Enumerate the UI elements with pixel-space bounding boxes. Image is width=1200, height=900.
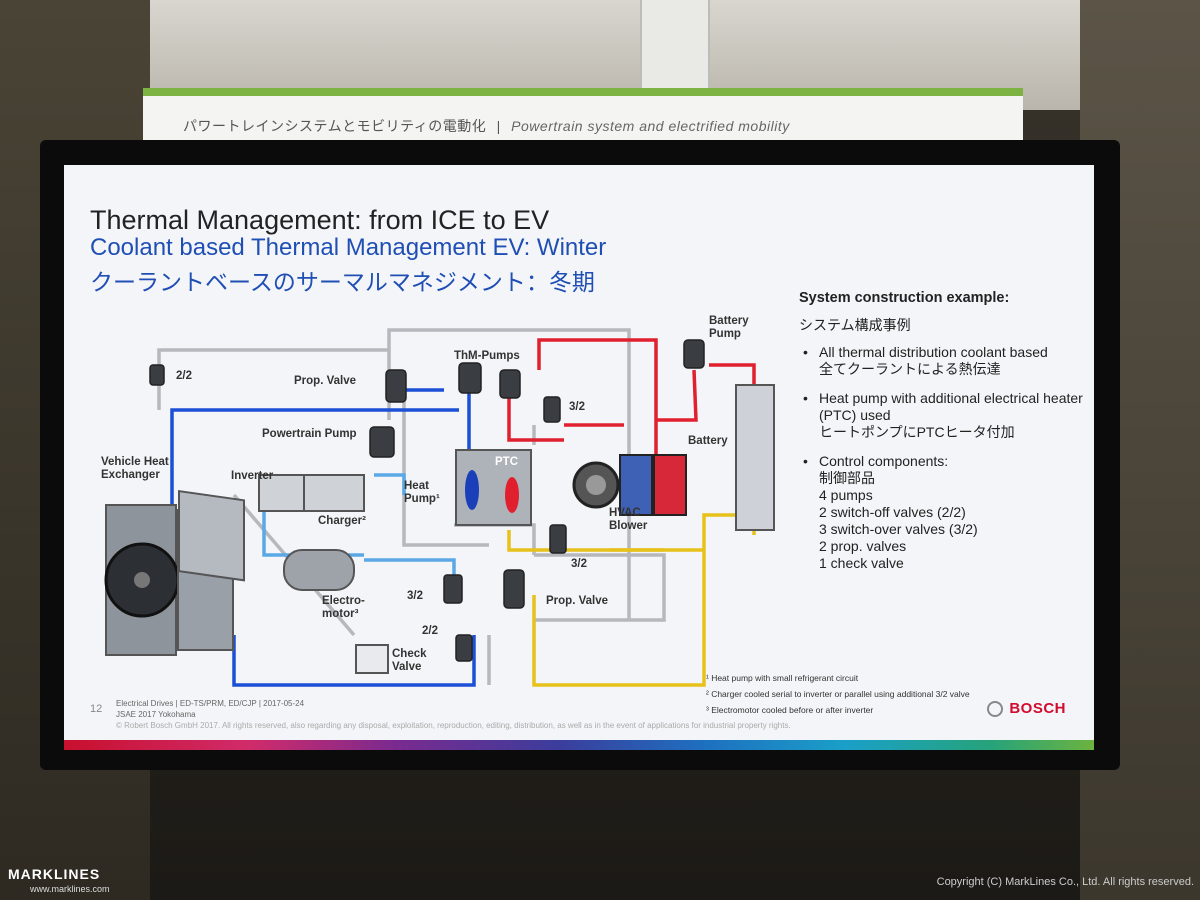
bosch-brand: BOSCH xyxy=(1009,700,1066,717)
label-prop-valve-top: Prop. Valve xyxy=(294,375,357,387)
label-electromotor: Electro-motor³ xyxy=(322,595,365,620)
slide-subtitle: Coolant based Thermal Management EV: Win… xyxy=(90,234,607,261)
footnotes: ¹ Heat pump with small refrigerant circu… xyxy=(706,670,970,718)
banner-text: パワートレインシステムとモビリティの電動化 | Powertrain syste… xyxy=(183,116,790,136)
valves xyxy=(149,339,705,662)
banner-separator: | xyxy=(496,118,501,134)
label-powertrain-pump: Powertrain Pump xyxy=(262,428,357,440)
label-check-valve: Check Valve xyxy=(392,648,427,673)
label-charger: Charger² xyxy=(318,515,366,527)
control-item: 2 prop. valves xyxy=(819,538,907,554)
label-battery: Battery xyxy=(688,435,728,447)
cold-coolant-pipes xyxy=(170,388,476,687)
footer-line2: JSAE 2017 Yokohama xyxy=(116,710,196,719)
control-item: 3 switch-over valves (3/2) xyxy=(819,521,978,537)
hot-coolant-pipes xyxy=(507,338,756,455)
bullet1-en: All thermal distribution coolant based xyxy=(819,344,1048,360)
label-ptc: PTC xyxy=(495,456,518,468)
label-battery-pump: Battery Pump xyxy=(709,315,749,340)
battery-block xyxy=(735,384,775,531)
inverter-box xyxy=(258,474,365,512)
banner-en: Powertrain system and electrified mobili… xyxy=(511,118,790,134)
slide-subtitle-jp: クーラントベースのサーマルマネジメント：冬期 xyxy=(90,269,595,295)
side-heading: System construction example: xyxy=(799,290,1010,306)
label-hvac-blower: HVAC Blower xyxy=(609,507,648,532)
label-prop-valve-low: Prop. Valve xyxy=(546,595,609,607)
check-valve xyxy=(355,644,389,674)
footnote: ¹ Heat pump with small refrigerant circu… xyxy=(706,673,859,683)
bullet2-jp: ヒートポンプにPTCヒータ付加 xyxy=(819,424,1015,440)
footnote: ² Charger cooled serial to inverter or p… xyxy=(706,689,970,699)
system-construction-panel: System construction example: システム構成事例 Al… xyxy=(799,290,1089,584)
banner-jp: パワートレインシステムとモビリティの電動化 xyxy=(183,118,487,134)
rainbow-bar xyxy=(64,740,1094,750)
control-item: 4 pumps xyxy=(819,487,873,503)
page-number: 12 xyxy=(90,703,103,715)
bosch-logo: BOSCH xyxy=(987,700,1066,717)
label-vehicle-heat-exchanger: Vehicle Heat Exchanger xyxy=(101,456,169,481)
label-3-2-low: 3/2 xyxy=(407,590,423,602)
thermal-diagram xyxy=(104,328,775,687)
bullet3-en: Control components: xyxy=(819,453,949,469)
copyright-text: Copyright (C) MarkLines Co., Ltd. All ri… xyxy=(936,876,1194,888)
side-heading-jp: システム構成事例 xyxy=(799,317,911,333)
footnote: ³ Electromotor cooled before or after in… xyxy=(706,705,874,715)
slide-footer: Electrical Drives | ED-TS/PRM, ED/CJP | … xyxy=(116,698,791,731)
radiator xyxy=(178,490,245,582)
heat-pump-unit xyxy=(455,449,532,526)
hvac-cores xyxy=(619,454,687,516)
bullet-control: Control components: 制御部品 4 pumps 2 switc… xyxy=(799,453,1089,572)
bullet2-en: Heat pump with additional electrical hea… xyxy=(819,390,1083,423)
label-2-2-top: 2/2 xyxy=(176,370,192,382)
watermark-url: www.marklines.com xyxy=(30,884,110,894)
footer-line3: © Robert Bosch GmbH 2017. All rights res… xyxy=(116,721,791,730)
bullet3-jp: 制御部品 xyxy=(819,470,875,486)
label-thm-pumps: ThM-Pumps xyxy=(454,350,520,362)
control-item: 2 switch-off valves (2/2) xyxy=(819,504,966,520)
label-3-2-top: 3/2 xyxy=(569,401,585,413)
footer-line1: Electrical Drives | ED-TS/PRM, ED/CJP | … xyxy=(116,699,305,708)
label-2-2-low: 2/2 xyxy=(422,625,438,637)
bullet-heat-pump: Heat pump with additional electrical hea… xyxy=(799,390,1089,441)
slide-title: Thermal Management: from ICE to EV xyxy=(90,205,550,235)
bullet1-jp: 全てクーラントによる熱伝達 xyxy=(819,361,1001,377)
label-heat-pump: Heat Pump¹ xyxy=(404,480,440,505)
watermark-brand: MARKLINES xyxy=(8,866,101,882)
control-item: 1 check valve xyxy=(819,555,904,571)
electromotor xyxy=(283,549,355,591)
label-inverter: Inverter xyxy=(231,470,274,482)
blower xyxy=(572,461,620,509)
label-3-2-mid: 3/2 xyxy=(571,558,587,570)
slide-screen: Thermal Management: from ICE to EV Coola… xyxy=(64,165,1094,750)
bullet-coolant: All thermal distribution coolant based 全… xyxy=(799,344,1089,378)
heat-exchanger xyxy=(104,504,234,656)
bosch-ring-icon xyxy=(987,701,1004,717)
